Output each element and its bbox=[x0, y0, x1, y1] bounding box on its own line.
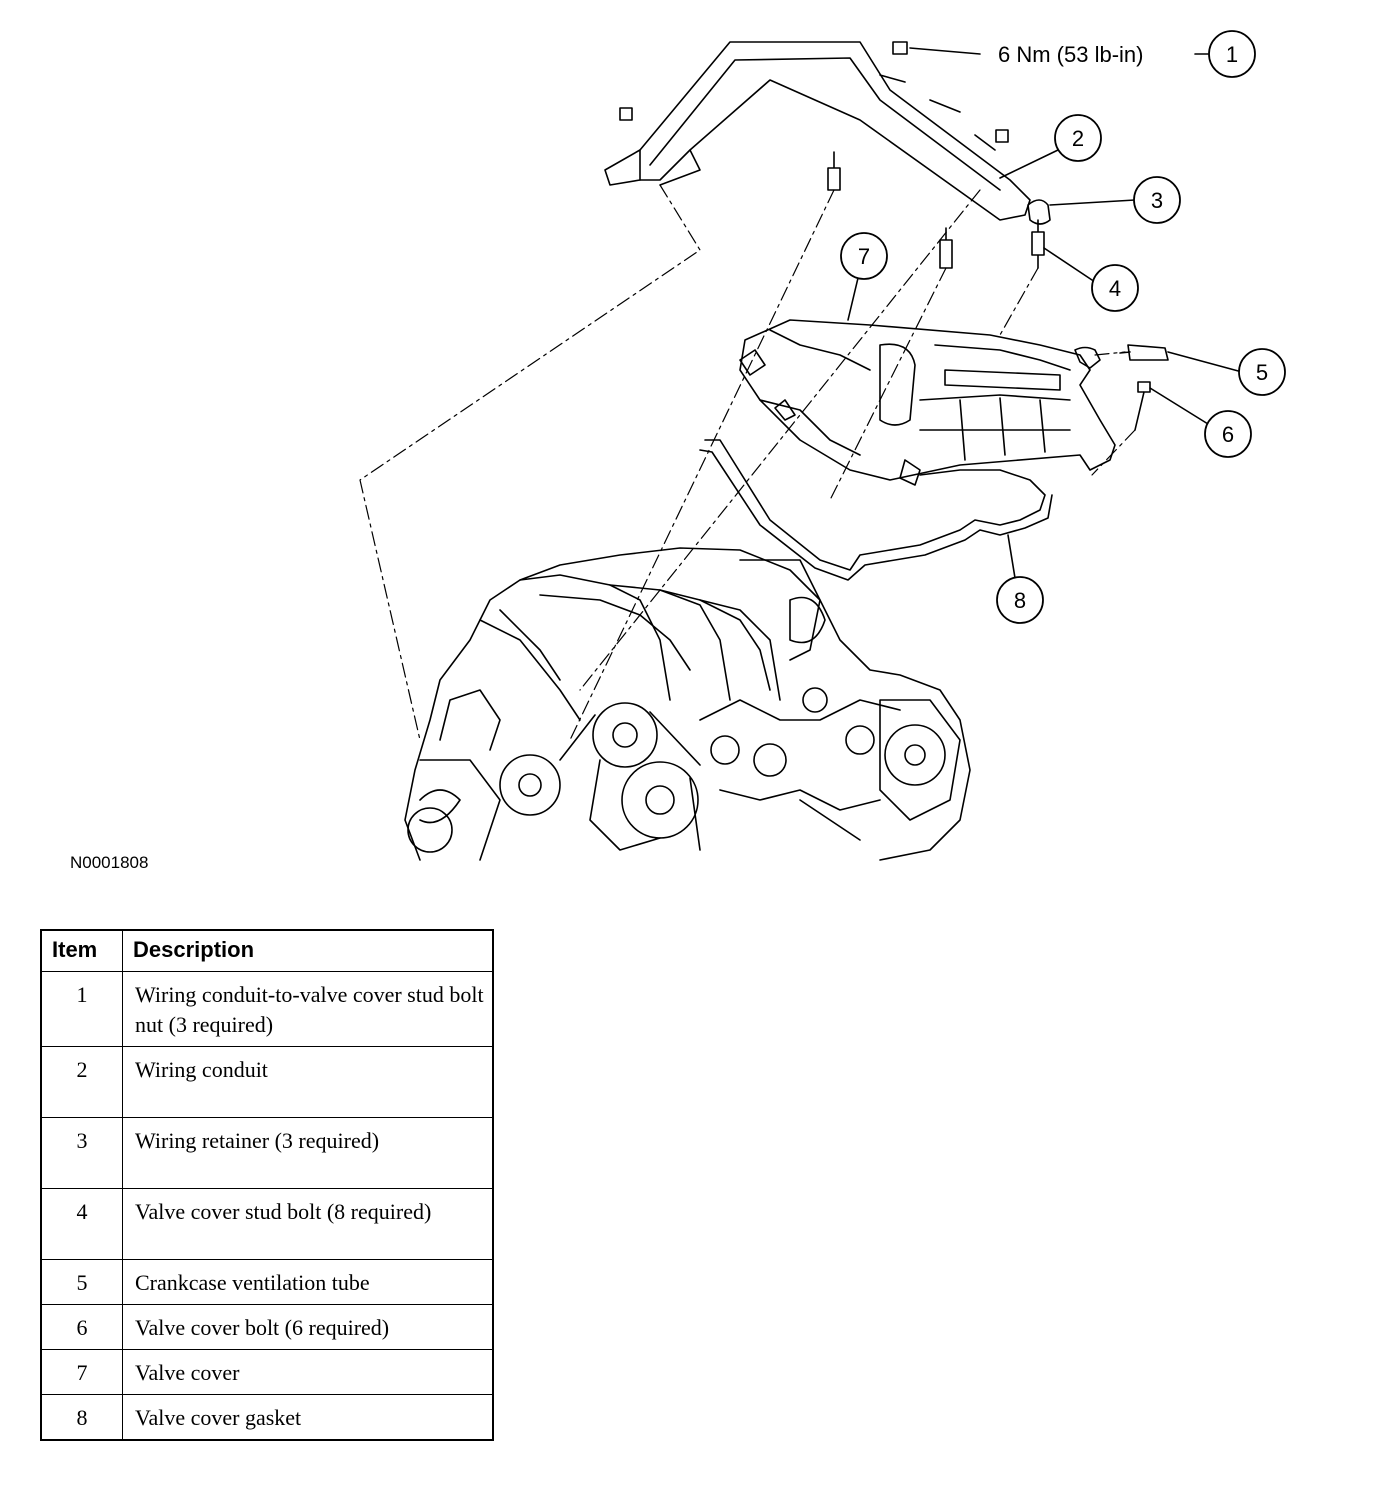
legend-header-row: Item Description bbox=[40, 929, 494, 972]
wiring-conduit bbox=[604, 41, 1031, 221]
legend-item-description: Valve cover bolt (6 required) bbox=[122, 1304, 494, 1350]
table-row: 8 Valve cover gasket bbox=[40, 1394, 494, 1441]
table-row: 7 Valve cover bbox=[40, 1349, 494, 1395]
table-row: 5 Crankcase ventilation tube bbox=[40, 1259, 494, 1305]
legend-header-item: Item bbox=[40, 929, 123, 972]
legend-item-description: Wiring conduit-to-valve cover stud bolt … bbox=[122, 971, 494, 1047]
callout-4: 4 bbox=[1091, 264, 1139, 312]
legend-item-number: 7 bbox=[40, 1349, 123, 1395]
torque-spec-label: 6 Nm (53 lb-in) bbox=[998, 42, 1143, 67]
callout-group: 1 2 3 4 5 6 7 8 bbox=[840, 30, 1286, 624]
callout-3: 3 bbox=[1133, 176, 1181, 224]
valve-cover-gasket bbox=[699, 439, 1053, 581]
table-row: 2 Wiring conduit bbox=[40, 1046, 494, 1118]
callout-circle bbox=[1091, 264, 1139, 312]
legend-item-description: Valve cover bbox=[122, 1349, 494, 1395]
legend-table: Item Description 1 Wiring conduit-to-val… bbox=[40, 929, 494, 1441]
callout-number: 2 bbox=[1072, 126, 1084, 151]
valve-cover-stud-bolts bbox=[827, 151, 1045, 269]
callout-circle bbox=[1133, 176, 1181, 224]
callout-circle bbox=[840, 232, 888, 280]
legend-item-number: 4 bbox=[40, 1188, 123, 1260]
legend-item-number: 2 bbox=[40, 1046, 123, 1118]
table-row: 6 Valve cover bolt (6 required) bbox=[40, 1304, 494, 1350]
legend-item-number: 1 bbox=[40, 971, 123, 1047]
table-row: 4 Valve cover stud bolt (8 required) bbox=[40, 1188, 494, 1260]
callout-number: 7 bbox=[858, 244, 870, 269]
callout-5: 5 bbox=[1238, 348, 1286, 396]
callout-circle bbox=[996, 576, 1044, 624]
legend-header-description: Description bbox=[122, 929, 494, 972]
alignment-lines bbox=[359, 184, 1136, 741]
stud-bolt-nuts bbox=[619, 41, 1009, 143]
callout-circle bbox=[1208, 30, 1256, 78]
wiring-retainer bbox=[1027, 199, 1051, 225]
callout-number: 8 bbox=[1014, 588, 1026, 613]
leader-lines bbox=[847, 47, 1243, 579]
table-row: 3 Wiring retainer (3 required) bbox=[40, 1117, 494, 1189]
legend-item-description: Wiring retainer (3 required) bbox=[122, 1117, 494, 1189]
valve-cover-bolt bbox=[1134, 381, 1151, 431]
legend-item-description: Valve cover stud bolt (8 required) bbox=[122, 1188, 494, 1260]
callout-6: 6 bbox=[1204, 410, 1252, 458]
callout-number: 3 bbox=[1151, 188, 1163, 213]
legend-item-description: Crankcase ventilation tube bbox=[122, 1259, 494, 1305]
callout-circle bbox=[1204, 410, 1252, 458]
exploded-view-diagram: 6 Nm (53 lb-in) 1 2 3 4 5 6 7 8 N0001808 bbox=[70, 30, 1286, 872]
legend-item-number: 6 bbox=[40, 1304, 123, 1350]
legend-item-description: Wiring conduit bbox=[122, 1046, 494, 1118]
figure-id-label: N0001808 bbox=[70, 853, 148, 872]
callout-1: 1 bbox=[1208, 30, 1256, 78]
callout-7: 7 bbox=[840, 232, 888, 280]
callout-number: 5 bbox=[1256, 360, 1268, 385]
legend-item-description: Valve cover gasket bbox=[122, 1394, 494, 1441]
crankcase-ventilation-tube bbox=[1074, 344, 1169, 369]
callout-8: 8 bbox=[996, 576, 1044, 624]
legend-item-number: 3 bbox=[40, 1117, 123, 1189]
table-row: 1 Wiring conduit-to-valve cover stud bol… bbox=[40, 971, 494, 1047]
engine-assembly bbox=[404, 547, 971, 861]
callout-2: 2 bbox=[1054, 114, 1102, 162]
callout-number: 4 bbox=[1109, 276, 1121, 301]
legend-item-number: 5 bbox=[40, 1259, 123, 1305]
callout-circle bbox=[1238, 348, 1286, 396]
legend-item-number: 8 bbox=[40, 1394, 123, 1441]
callout-circle bbox=[1054, 114, 1102, 162]
callout-number: 1 bbox=[1226, 42, 1238, 67]
valve-cover bbox=[739, 319, 1116, 486]
callout-number: 6 bbox=[1222, 422, 1234, 447]
